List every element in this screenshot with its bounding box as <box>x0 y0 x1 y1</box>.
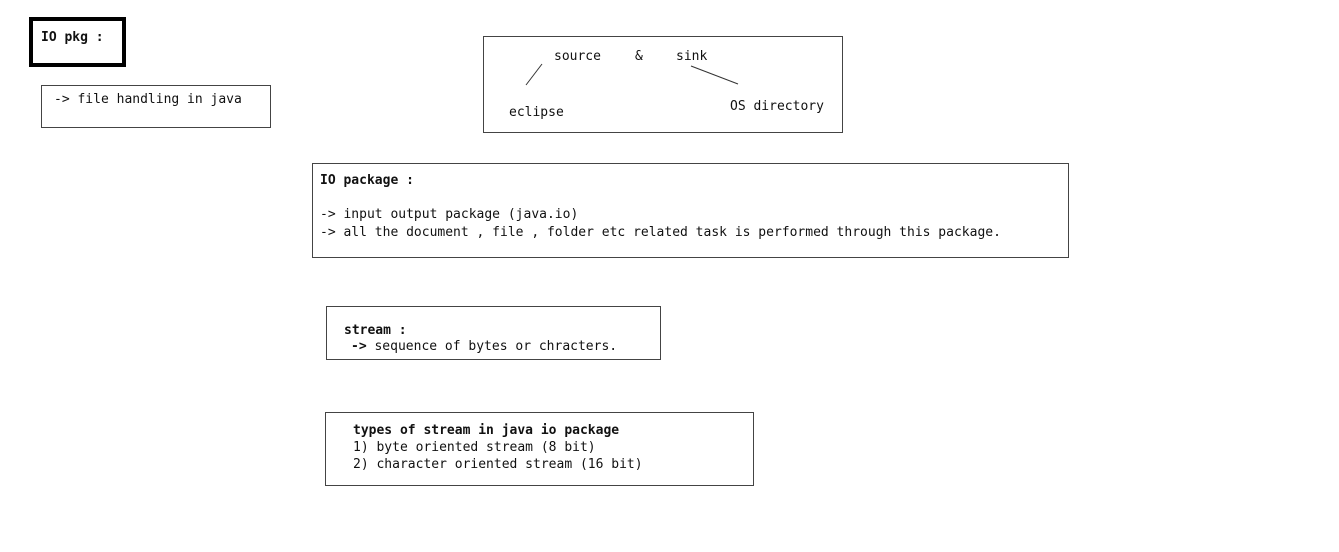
stream-definition-line: -> sequence of bytes or chracters. <box>351 339 617 355</box>
ampersand-label: & <box>635 49 643 64</box>
sink-label: sink <box>676 49 708 64</box>
source-sink-box: source & sink eclipse OS directory <box>483 36 843 133</box>
io-package-line-1: -> input output package (java.io) <box>320 207 579 222</box>
title-text: IO pkg : <box>41 30 104 45</box>
types-item-1: 1) byte oriented stream (8 bit) <box>353 440 596 455</box>
file-handling-box: -> file handling in java <box>41 85 271 128</box>
connector-lines <box>525 63 739 86</box>
io-package-heading: IO package : <box>320 173 414 188</box>
eclipse-connector-line <box>525 63 543 86</box>
types-item-2: 2) character oriented stream (16 bit) <box>353 457 643 472</box>
stream-definition: sequence of bytes or chracters. <box>374 339 618 354</box>
eclipse-label: eclipse <box>509 105 564 120</box>
io-package-box: IO package : -> input output package (ja… <box>312 163 1069 258</box>
os-directory-label: OS directory <box>730 99 824 114</box>
io-package-line-2: -> all the document , file , folder etc … <box>320 225 1001 240</box>
stream-box: stream : -> sequence of bytes or chracte… <box>326 306 661 360</box>
file-handling-text: -> file handling in java <box>54 92 242 107</box>
types-of-stream-box: types of stream in java io package 1) by… <box>325 412 754 486</box>
stream-arrow: -> <box>351 339 367 354</box>
title-box: IO pkg : <box>29 17 126 67</box>
types-heading: types of stream in java io package <box>353 423 620 438</box>
stream-heading: stream : <box>344 323 407 338</box>
source-label: source <box>554 49 601 64</box>
os-connector-line <box>690 65 739 85</box>
